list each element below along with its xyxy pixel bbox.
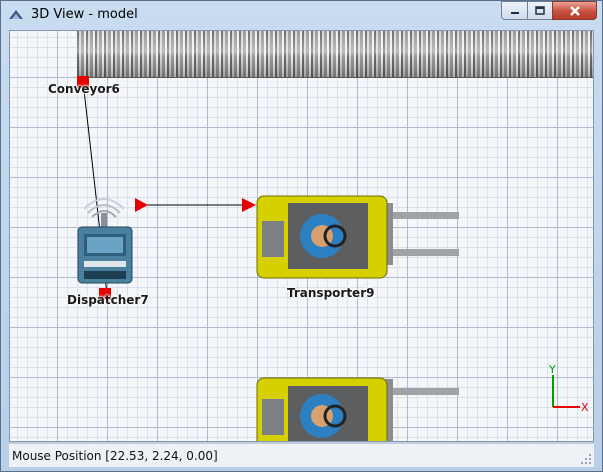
axis-y-label: Y <box>548 363 556 376</box>
transporter-label: Transporter9 <box>287 286 375 300</box>
minimize-icon <box>510 11 519 14</box>
scene-graphics: Y X <box>77 80 589 442</box>
axis-x-label: X <box>581 401 589 414</box>
transporter-icon[interactable] <box>256 377 459 442</box>
conveyor-output-port[interactable] <box>77 76 89 88</box>
maximize-icon <box>535 5 545 15</box>
maximize-button[interactable] <box>527 1 553 20</box>
arrow-head-icon <box>242 198 256 212</box>
dispatcher-input-port[interactable] <box>99 288 111 300</box>
resize-grip-icon[interactable] <box>580 453 592 465</box>
conveyor-belt[interactable] <box>77 31 593 78</box>
axis-gizmo: Y X <box>548 363 589 414</box>
window-title: 3D View - model <box>31 7 138 22</box>
mouse-position-text: Mouse Position [22.53, 2.24, 0.00] <box>12 449 218 463</box>
conveyor-label: Conveyor6 <box>48 82 120 96</box>
transporter-icon[interactable] <box>256 195 459 279</box>
title-bar[interactable]: 3D View - model <box>1 1 602 29</box>
3d-viewport[interactable]: Y X Conveyor6 Dispatcher7 Transporter9 <box>9 30 594 442</box>
dispatcher-label: Dispatcher7 <box>67 293 149 307</box>
close-icon <box>569 5 580 16</box>
close-button[interactable] <box>552 1 597 20</box>
status-bar: Mouse Position [22.53, 2.24, 0.00] <box>9 443 594 467</box>
arrow-head-icon <box>135 198 148 212</box>
minimize-button[interactable] <box>501 1 528 20</box>
dispatcher-icon[interactable] <box>77 198 133 284</box>
view-3d-icon <box>9 10 23 19</box>
